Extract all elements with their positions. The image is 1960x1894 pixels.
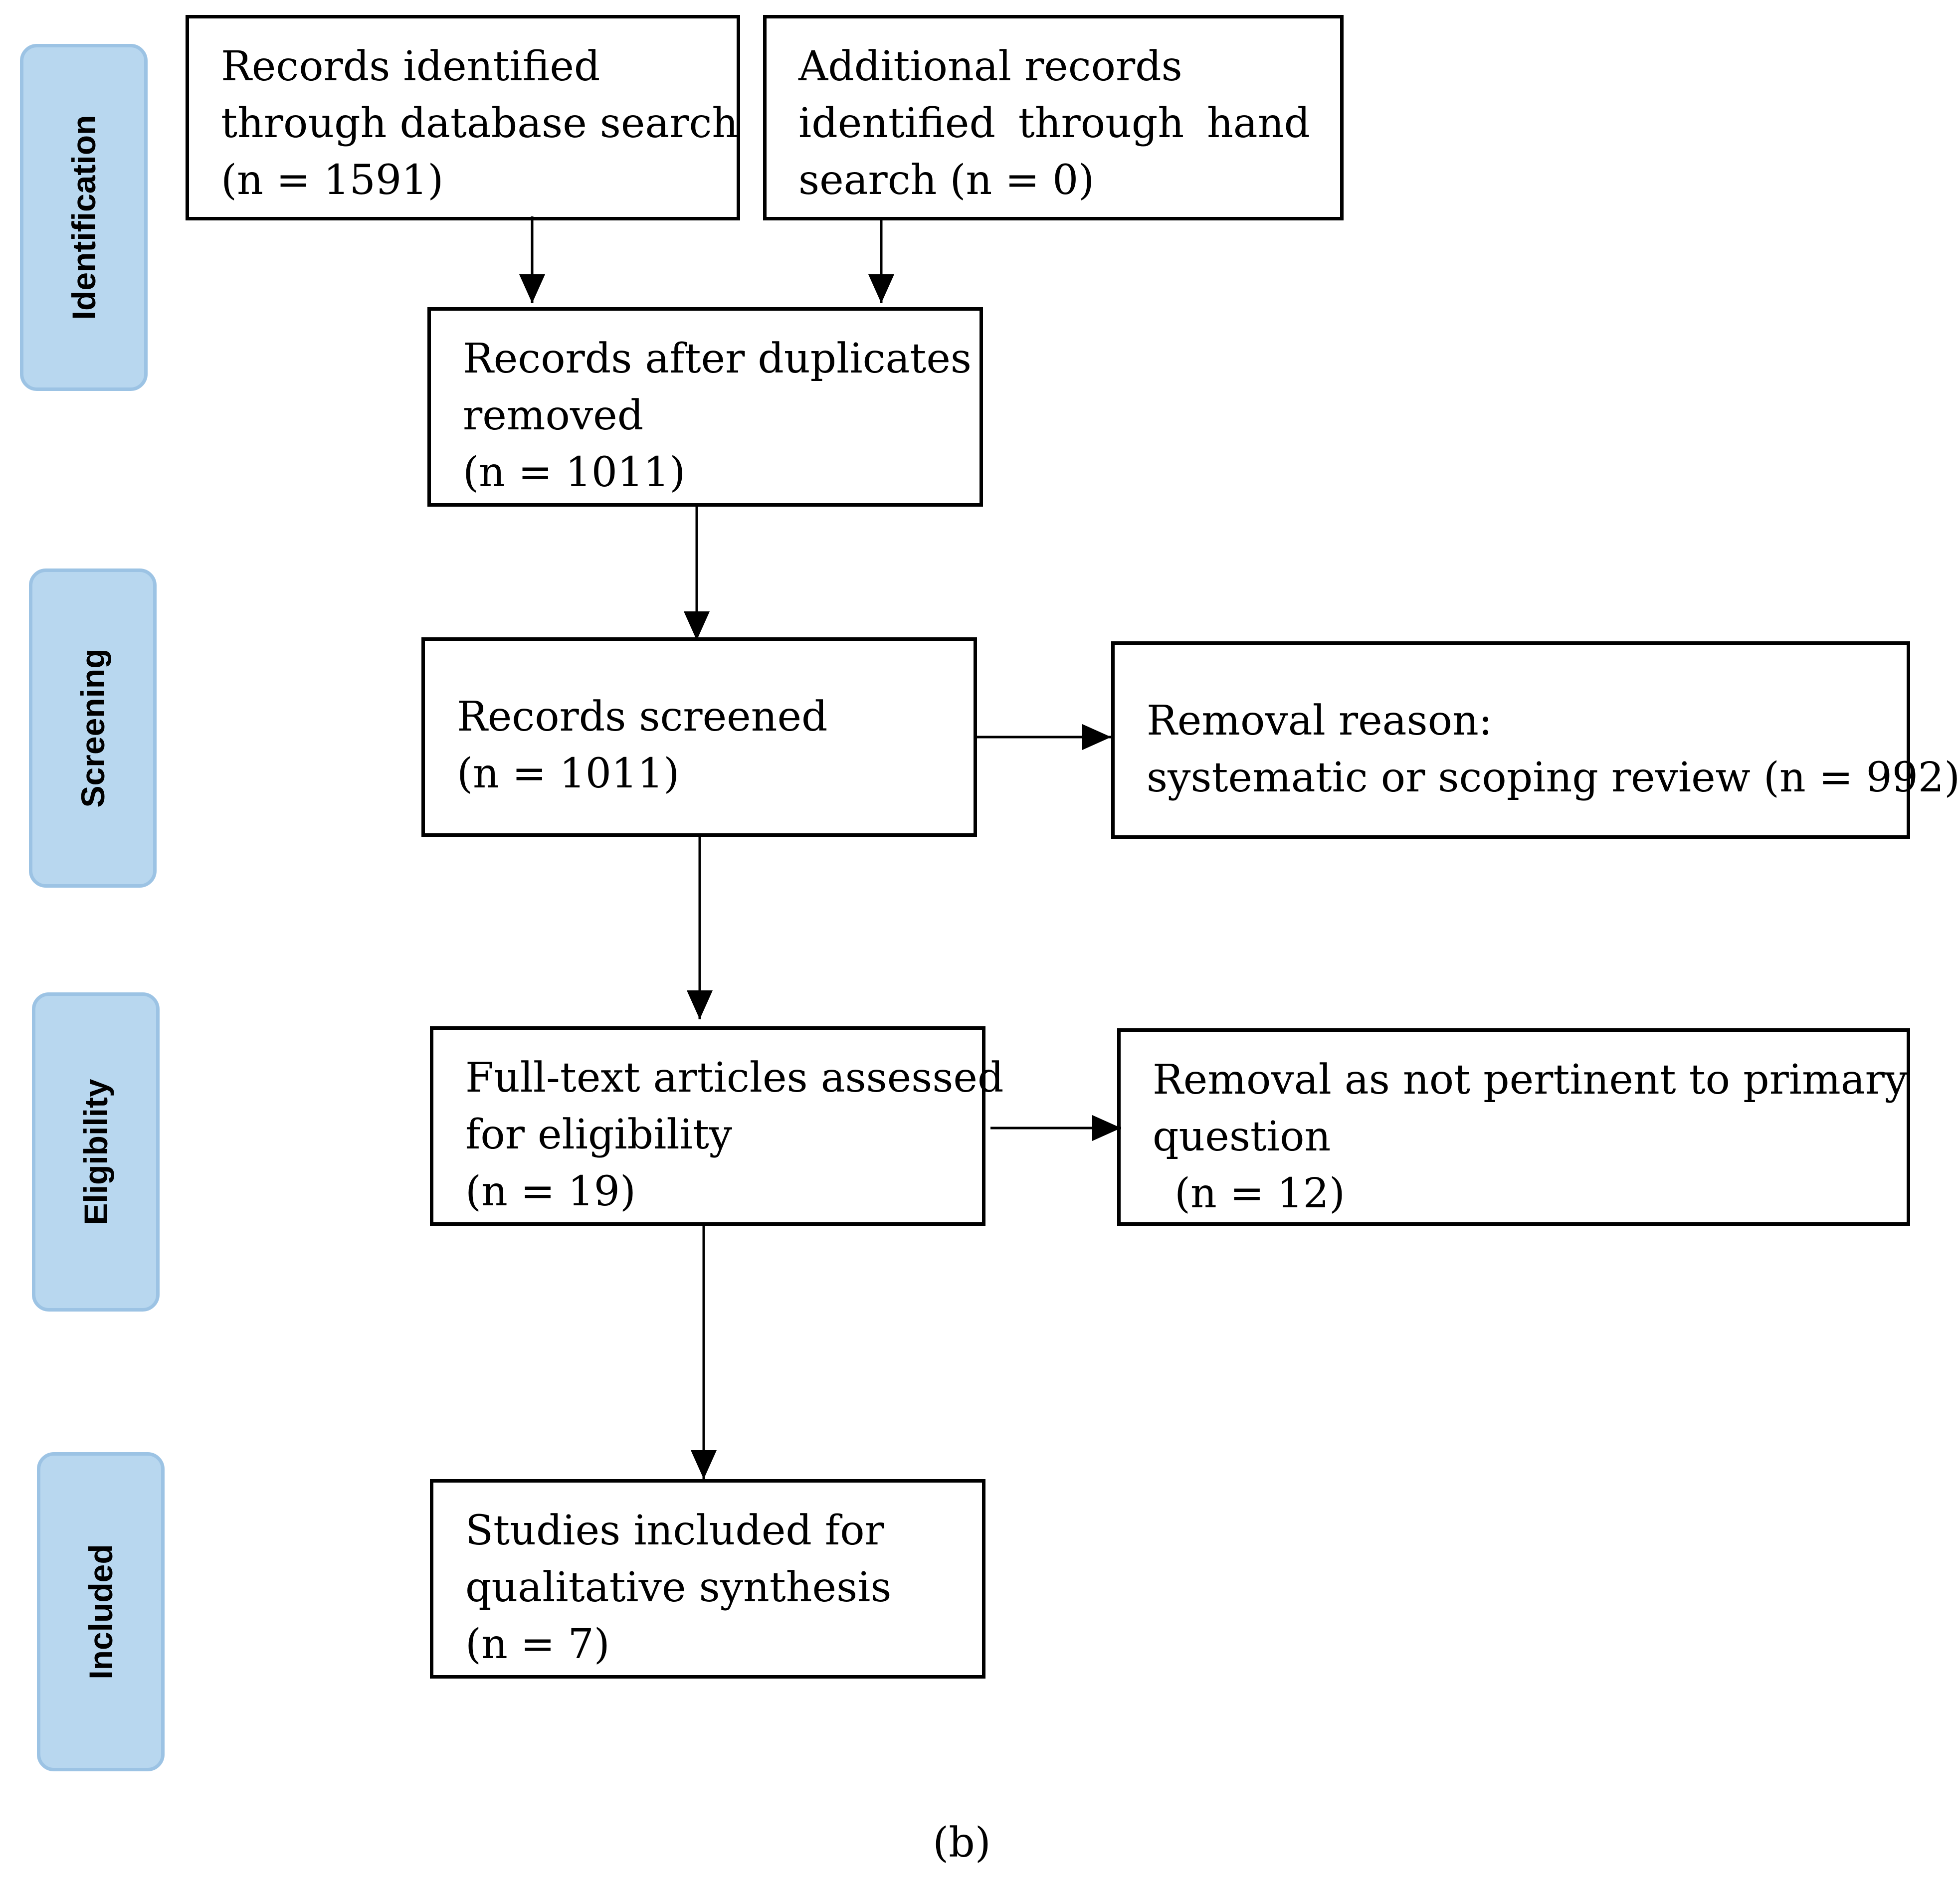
box-duplicates-removed-line-2: removed — [463, 392, 644, 439]
box-database-search-line-2: through database search — [221, 100, 739, 147]
box-hand-search-line-2: identified through hand — [798, 100, 1310, 147]
box-database-search-line-1: Records identified — [221, 43, 600, 90]
box-included-line-2: qualitative synthesis — [465, 1564, 892, 1611]
box-hand-search-line-3: search (n = 0) — [798, 157, 1095, 204]
box-included-line-1: Studies included for — [465, 1507, 884, 1554]
box-full-text-line-1: Full-text articles assessed — [465, 1054, 1004, 1102]
box-not-pertinent-line-1: Removal as not pertinent to primary — [1153, 1056, 1908, 1104]
figure-caption: (b) — [933, 1819, 991, 1867]
box-removal-reason-line-1: Removal reason: — [1147, 697, 1493, 745]
stage-identification: Identification — [20, 44, 148, 391]
box-hand-search: Additional records identified through ha… — [763, 15, 1344, 220]
box-duplicates-removed-line-3: (n = 1011) — [463, 449, 686, 496]
box-full-text: Full-text articles assessed for eligibil… — [430, 1026, 1004, 1226]
box-included: Studies included for qualitative synthes… — [430, 1479, 985, 1679]
box-removal-reason: Removal reason: systematic or scoping re… — [1111, 641, 1960, 839]
box-full-text-line-2: for eligibility — [465, 1111, 733, 1158]
box-full-text-line-3: (n = 19) — [465, 1168, 636, 1215]
box-removal-reason-line-2: systematic or scoping review (n = 992) — [1147, 754, 1960, 801]
box-duplicates-removed: Records after duplicates removed (n = 10… — [427, 307, 983, 507]
box-records-screened-line-1: Records screened — [457, 693, 828, 741]
stage-eligibility: Eligibility — [32, 992, 160, 1312]
box-not-pertinent-line-2: question — [1153, 1113, 1331, 1160]
box-records-screened-line-2: (n = 1011) — [457, 750, 680, 797]
box-included-line-3: (n = 7) — [465, 1621, 610, 1668]
box-not-pertinent: Removal as not pertinent to primary ques… — [1117, 1028, 1910, 1226]
stage-screening: Screening — [29, 568, 157, 888]
box-hand-search-line-1: Additional records — [798, 43, 1182, 90]
box-database-search: Records identified through database sear… — [186, 15, 740, 220]
box-duplicates-removed-line-1: Records after duplicates — [463, 335, 972, 382]
stage-included: Included — [37, 1452, 165, 1771]
box-not-pertinent-line-3: (n = 12) — [1175, 1170, 1345, 1217]
box-database-search-line-3: (n = 1591) — [221, 157, 444, 204]
